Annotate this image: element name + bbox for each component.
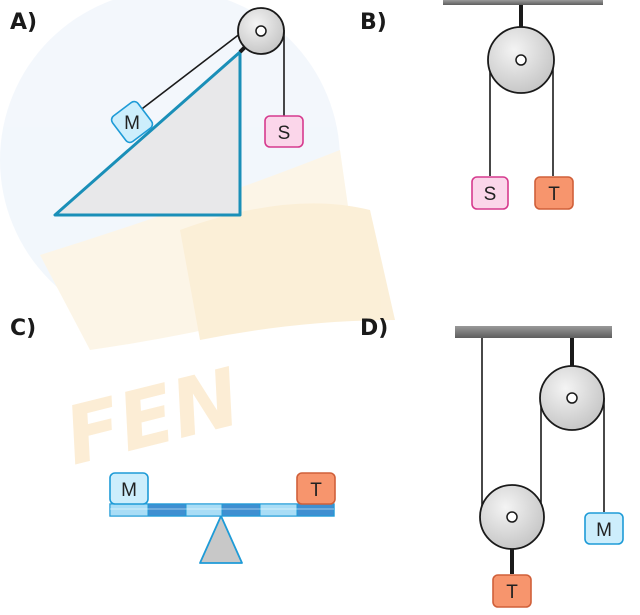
block-t-label: T — [548, 184, 560, 205]
block-m — [584, 512, 624, 545]
block-t — [534, 176, 574, 210]
panel-c-label: C) — [10, 316, 37, 341]
block-m-label: M — [121, 480, 137, 501]
block-s-label: S — [278, 123, 291, 144]
panel-a: M S — [53, 7, 304, 217]
panel-b: S T — [443, 0, 603, 210]
panel-d: T M — [455, 326, 624, 608]
block-t-label: T — [310, 480, 322, 501]
watermark-scroll-shadow — [180, 203, 395, 340]
panel-a-label: A) — [10, 10, 38, 35]
pulley-axle-icon — [566, 392, 578, 404]
pulley-axle-icon — [515, 54, 527, 66]
block-s-label: S — [484, 184, 497, 205]
block-m-label: M — [124, 113, 140, 134]
panel-b-label: B) — [360, 10, 387, 35]
rope-incline — [129, 19, 259, 119]
watermark: FEN — [0, 0, 395, 483]
watermark-text: FEN — [56, 350, 250, 483]
pulley-axle-icon — [506, 511, 518, 523]
ceiling-bar — [455, 326, 612, 338]
block-t-label: T — [506, 582, 518, 603]
panel-d-label: D) — [360, 316, 389, 341]
ceiling-bar — [443, 0, 603, 5]
panel-c: M T — [109, 472, 336, 564]
lever-beam — [109, 503, 335, 517]
block-m — [109, 472, 149, 505]
block-s — [471, 176, 509, 210]
block-t — [492, 574, 532, 608]
block-t — [296, 472, 336, 505]
block-m — [110, 100, 154, 144]
incline-wedge — [53, 50, 242, 217]
pulley-axle-icon — [255, 25, 267, 37]
fulcrum — [199, 515, 243, 564]
block-s — [264, 115, 304, 148]
block-m-label: M — [596, 520, 612, 541]
